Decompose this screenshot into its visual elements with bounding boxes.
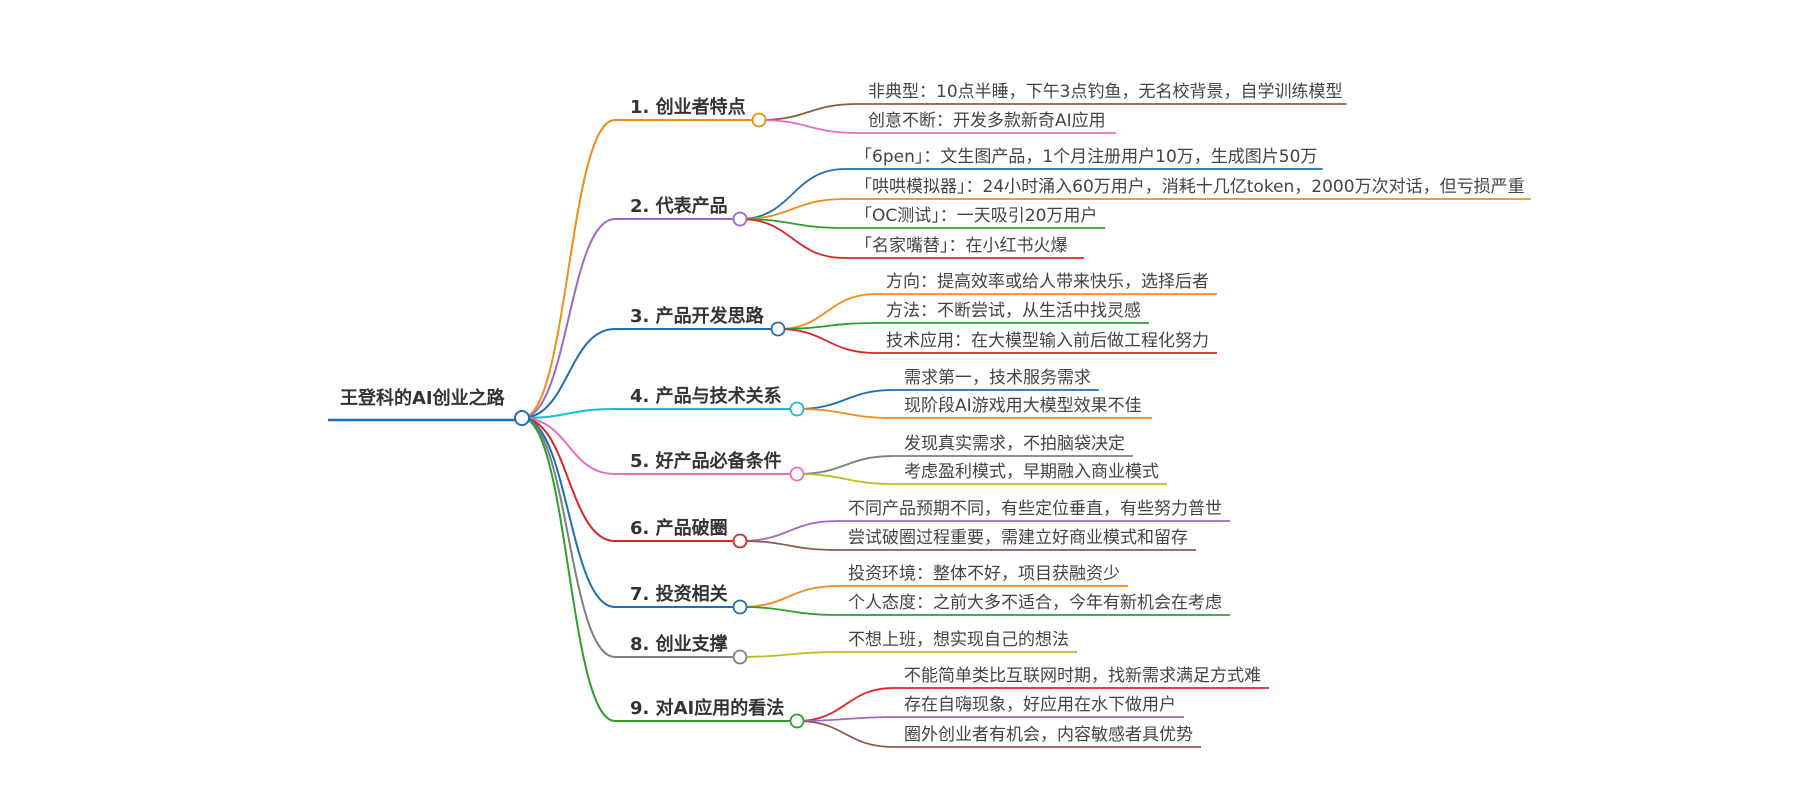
leaf-connector-7-1	[739, 585, 839, 608]
leaf-topic-2-2[interactable]: 「哄哄模拟器」：24小时涌入60万用户，消耗十几亿token，2000万次对话，…	[855, 177, 1525, 197]
collapse-toggle-4[interactable]	[789, 401, 805, 417]
leaf-connector-9-3	[796, 720, 895, 748]
leaf-connector-2-4	[739, 218, 846, 259]
leaf-topic-7-2[interactable]: 个人态度：之前大多不适合，今年有新机会在考虑	[848, 593, 1222, 613]
leaf-connector-1-2	[758, 119, 859, 134]
leaf-connector-3-1	[777, 293, 877, 330]
leaf-topic-9-3[interactable]: 圈外创业者有机会，内容敏感者具优势	[904, 725, 1193, 745]
leaf-connector-5-2	[796, 473, 895, 485]
leaf-topic-9-1[interactable]: 不能简单类比互联网时期，找新需求满足方式难	[904, 666, 1261, 686]
branch-topic-5[interactable]: 5. 好产品必备条件	[630, 450, 782, 472]
leaf-topic-3-3[interactable]: 技术应用：在大模型输入前后做工程化努力	[886, 331, 1209, 351]
leaf-connector-2-3	[739, 218, 846, 229]
leaf-connector-3-2	[777, 322, 877, 330]
branch-topic-1[interactable]: 1. 创业者特点	[630, 96, 746, 118]
leaf-topic-5-2[interactable]: 考虑盈利模式，早期融入商业模式	[904, 462, 1159, 482]
branch-connector-3	[521, 328, 616, 419]
branch-connector-7	[521, 417, 616, 608]
leaf-connector-1-1	[758, 103, 859, 121]
branch-topic-6[interactable]: 6. 产品破圈	[630, 517, 728, 539]
collapse-toggle-3[interactable]	[770, 321, 786, 337]
leaf-topic-4-2[interactable]: 现阶段AI游戏用大模型效果不佳	[904, 396, 1142, 416]
leaf-topic-7-1[interactable]: 投资环境：整体不好，项目获融资少	[848, 564, 1120, 584]
root-collapse-toggle[interactable]	[514, 410, 530, 426]
leaf-connector-6-1	[739, 520, 839, 542]
leaf-topic-8-1[interactable]: 不想上班，想实现自己的想法	[848, 630, 1069, 650]
branch-connector-9	[521, 417, 616, 722]
leaf-connector-6-2	[739, 540, 839, 551]
branch-connector-5	[521, 417, 616, 475]
collapse-toggle-5[interactable]	[789, 466, 805, 482]
branch-connector-8	[521, 417, 616, 658]
leaf-connector-5-1	[796, 455, 895, 475]
branch-topic-3[interactable]: 3. 产品开发思路	[630, 305, 765, 327]
leaf-topic-3-1[interactable]: 方向：提高效率或给人带来快乐，选择后者	[886, 272, 1209, 292]
branch-connector-1	[521, 119, 616, 419]
leaf-topic-2-1[interactable]: 「6pen」：文生图产品，1个月注册用户10万，生成图片50万	[855, 147, 1317, 167]
leaf-topic-6-1[interactable]: 不同产品预期不同，有些定位垂直，有些努力普世	[848, 499, 1222, 519]
branch-connector-2	[521, 218, 616, 419]
leaf-topic-3-2[interactable]: 方法：不断尝试，从生活中找灵感	[886, 301, 1141, 321]
collapse-toggle-7[interactable]	[732, 599, 748, 615]
leaf-connector-8-1	[739, 651, 839, 658]
leaf-topic-9-2[interactable]: 存在自嗨现象，好应用在水下做用户	[904, 695, 1176, 715]
leaf-connector-7-2	[739, 606, 839, 616]
leaf-topic-6-2[interactable]: 尝试破圈过程重要，需建立好商业模式和留存	[848, 528, 1188, 548]
branch-connector-6	[521, 417, 616, 542]
leaf-topic-2-3[interactable]: 「OC测试」：一天吸引20万用户	[855, 206, 1097, 226]
branch-topic-4[interactable]: 4. 产品与技术关系	[630, 385, 782, 407]
leaf-topic-2-4[interactable]: 「名家嘴替」：在小红书火爆	[855, 236, 1068, 256]
leaf-topic-1-2[interactable]: 创意不断：开发多款新奇AI应用	[868, 111, 1106, 131]
branch-topic-7[interactable]: 7. 投资相关	[630, 583, 728, 605]
collapse-toggle-6[interactable]	[732, 533, 748, 549]
leaf-connector-4-1	[796, 389, 895, 410]
mindmap-nodes: 王登科的AI创业之路 1. 创业者特点 非典型：10点半睡，下午3点钓鱼，无名校背景…	[328, 82, 1531, 748]
leaf-topic-4-1[interactable]: 需求第一，技术服务需求	[904, 368, 1091, 388]
leaf-topic-1-1[interactable]: 非典型：10点半睡，下午3点钓鱼，无名校背景，自学训练模型	[868, 82, 1342, 102]
leaf-connector-2-1	[739, 168, 846, 220]
collapse-toggle-9[interactable]	[789, 713, 805, 729]
branch-topic-9[interactable]: 9. 对AI应用的看法	[630, 697, 784, 719]
leaf-connector-4-2	[796, 408, 895, 419]
collapse-toggle-2[interactable]	[732, 211, 748, 227]
branch-topic-8[interactable]: 8. 创业支撑	[630, 633, 728, 655]
leaf-connector-9-1	[796, 687, 895, 722]
collapse-toggle-1[interactable]	[751, 112, 767, 128]
collapse-toggle-8[interactable]	[732, 649, 748, 665]
branch-connector-4	[521, 408, 616, 419]
leaf-connector-2-2	[739, 198, 846, 220]
root-topic: 王登科的AI创业之路	[340, 387, 506, 409]
mindmap-edges	[521, 103, 895, 748]
leaf-connector-3-3	[777, 328, 877, 354]
leaf-connector-9-2	[796, 716, 895, 722]
branch-topic-2[interactable]: 2. 代表产品	[630, 195, 728, 217]
leaf-topic-5-1[interactable]: 发现真实需求，不拍脑袋决定	[904, 434, 1125, 454]
